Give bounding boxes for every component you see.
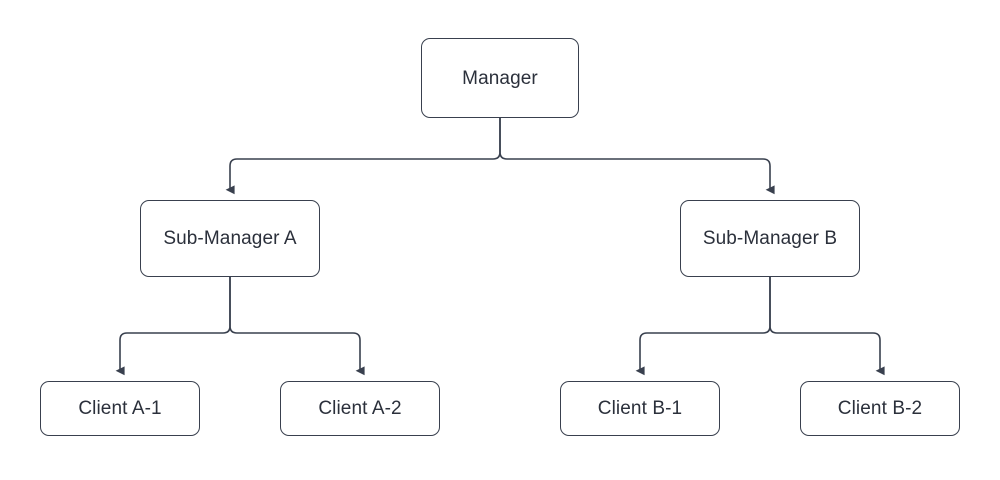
node-client-a-2-label: Client A-2 — [318, 398, 402, 419]
edge-sub-a-client-a1 — [115, 277, 231, 376]
node-client-b-1-label: Client B-1 — [597, 398, 683, 419]
node-client-b-1[interactable]: Client B-1 — [560, 381, 720, 436]
node-client-a-2[interactable]: Client A-2 — [280, 381, 440, 436]
node-manager[interactable]: Manager — [421, 38, 579, 118]
node-client-b-2[interactable]: Client B-2 — [800, 381, 960, 436]
node-sub-manager-a[interactable]: Sub-Manager A — [140, 200, 320, 277]
edge-sub-b-client-b1 — [635, 277, 771, 376]
edge-sub-a-client-a2 — [229, 277, 365, 376]
edge-manager-sub-b — [499, 118, 775, 195]
node-client-a-1-label: Client A-1 — [78, 398, 162, 419]
edge-sub-b-client-b2 — [769, 277, 885, 376]
node-manager-label: Manager — [462, 67, 538, 89]
node-client-b-2-label: Client B-2 — [837, 398, 923, 419]
edge-manager-sub-a — [225, 118, 501, 195]
node-client-a-1[interactable]: Client A-1 — [40, 381, 200, 436]
node-sub-manager-b[interactable]: Sub-Manager B — [680, 200, 860, 277]
node-sub-manager-b-label: Sub-Manager B — [702, 228, 838, 249]
node-sub-manager-a-label: Sub-Manager A — [163, 228, 297, 249]
